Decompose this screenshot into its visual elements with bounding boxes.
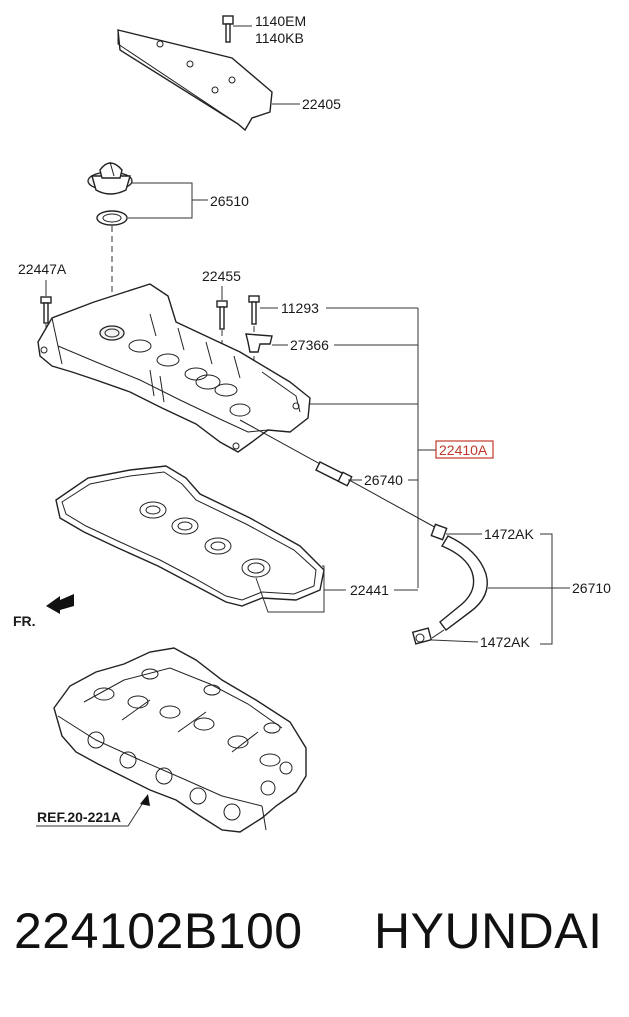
- label-26740: 26740: [364, 472, 403, 488]
- bolt-1140em-icon: [222, 15, 234, 43]
- cylinder-head-part: [53, 647, 307, 833]
- oil-cap-part: [87, 161, 133, 226]
- label-22447a: 22447A: [18, 261, 67, 277]
- label-front-direction: FR.: [13, 613, 36, 629]
- bolt-22447a-icon: [40, 296, 52, 324]
- label-22405: 22405: [302, 96, 341, 112]
- footer: 224102B100 HYUNDAI: [0, 880, 629, 990]
- label-27366: 27366: [290, 337, 329, 353]
- bracket-27366-part: [245, 333, 273, 353]
- label-1140kb: 1140KB: [255, 30, 304, 46]
- label-26710: 26710: [572, 580, 611, 596]
- valve-cover-part: [37, 283, 311, 453]
- label-26510: 26510: [210, 193, 249, 209]
- label-11293: 11293: [281, 300, 319, 316]
- front-arrow-icon: [46, 594, 74, 614]
- gasket-part: [55, 465, 325, 607]
- heat-shield-part: [117, 29, 273, 132]
- cover-assembly-highlight-box: [435, 440, 494, 459]
- label-reference: REF.20-221A: [37, 809, 121, 825]
- label-22455: 22455: [202, 268, 241, 284]
- brand-name: HYUNDAI: [374, 903, 603, 959]
- part-number: 224102B100: [14, 903, 303, 959]
- label-1472ak-upper: 1472AK: [484, 526, 534, 542]
- pcv-hose-part: [411, 523, 488, 645]
- label-1472ak-lower: 1472AK: [480, 634, 530, 650]
- label-1140em: 1140EM: [255, 13, 306, 29]
- label-22441: 22441: [350, 582, 389, 598]
- bolt-22455-icon: [216, 300, 228, 330]
- label-22410a: 22410A: [439, 442, 488, 458]
- bolt-11293-icon: [248, 295, 260, 325]
- parts-diagram: 1140EM 1140KB 22405 26510 22447A 22455: [13, 13, 611, 833]
- pcv-valve-part: [315, 461, 353, 487]
